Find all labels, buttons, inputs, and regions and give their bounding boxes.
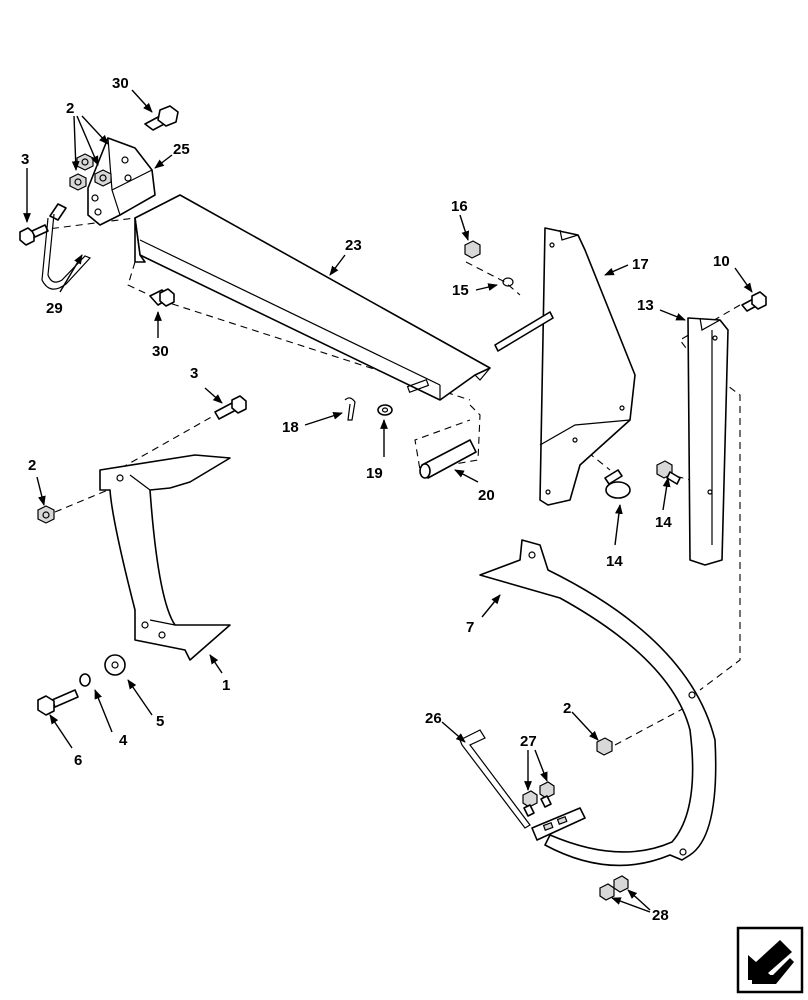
bracket-part-25	[87, 137, 156, 226]
callout-4: 4	[119, 732, 128, 749]
clamp-plate	[531, 807, 586, 841]
rod-part-26	[459, 729, 531, 829]
lock-washer-part-4	[79, 673, 91, 687]
carriage-bolt-part-14	[604, 469, 631, 499]
bolt-part-3-left	[19, 224, 49, 246]
callout-14-left: 14	[606, 553, 623, 570]
callout-5: 5	[156, 713, 164, 730]
pin-part-17-rod	[494, 311, 554, 352]
callout-6: 6	[74, 752, 82, 769]
callout-15: 15	[452, 282, 469, 299]
callout-16: 16	[451, 198, 468, 215]
bolt-part-10	[741, 291, 767, 312]
callout-19: 19	[366, 465, 383, 482]
nuts-part-28	[599, 875, 629, 901]
nut-part-16	[464, 240, 481, 259]
callout-27: 27	[520, 733, 537, 750]
callout-18: 18	[282, 419, 299, 436]
bolt-part-6	[37, 689, 79, 716]
callout-14-right: 14	[655, 514, 672, 531]
callout-2-right: 2	[563, 700, 571, 717]
arrow-next-page-icon[interactable]	[736, 926, 804, 994]
callout-26: 26	[425, 710, 442, 727]
callout-1: 1	[222, 677, 230, 694]
flat-washer-part-5	[104, 654, 126, 676]
callout-10: 10	[713, 253, 730, 270]
plate-part-13	[687, 317, 729, 566]
callout-2-left: 2	[28, 457, 36, 474]
bolt-part-30-lower	[149, 288, 175, 307]
alignment-lines	[39, 217, 741, 746]
callout-20: 20	[478, 487, 495, 504]
hex-nut-part-2-left	[37, 505, 55, 524]
flange-bolt-part-14	[656, 460, 681, 485]
hex-nuts-part-2-top	[69, 153, 112, 191]
channel-part-23	[134, 194, 491, 401]
callout-30-lower: 30	[152, 343, 169, 360]
bolt-part-3-middle	[214, 395, 247, 420]
bolts-part-27	[522, 781, 555, 817]
callout-29: 29	[46, 300, 63, 317]
strap-part-7	[479, 539, 717, 867]
bolt-part-30-top	[144, 105, 179, 131]
callout-17: 17	[632, 256, 649, 273]
washer-part-15	[502, 277, 514, 287]
callout-2-top: 2	[66, 100, 74, 117]
cotter-pin-part-18	[344, 397, 356, 421]
callout-23: 23	[345, 237, 362, 254]
callout-3-top: 3	[21, 151, 29, 168]
callout-7: 7	[466, 619, 474, 636]
callout-28: 28	[652, 907, 669, 924]
callout-25: 25	[173, 141, 190, 158]
callout-30-top: 30	[112, 75, 129, 92]
washer-part-19	[377, 404, 393, 416]
strap-part-1	[99, 454, 231, 661]
hex-nut-part-2-right	[596, 737, 613, 756]
pin-part-20	[419, 439, 477, 479]
callout-3-middle: 3	[190, 365, 198, 382]
rod-part-29	[41, 203, 92, 290]
plate-part-17	[539, 227, 636, 506]
callout-13: 13	[637, 297, 654, 314]
callout-labels: 30 2 25 3 29 30 23 16 15 17 10 13 3 18 1…	[21, 75, 730, 924]
leader-lines	[23, 89, 753, 913]
